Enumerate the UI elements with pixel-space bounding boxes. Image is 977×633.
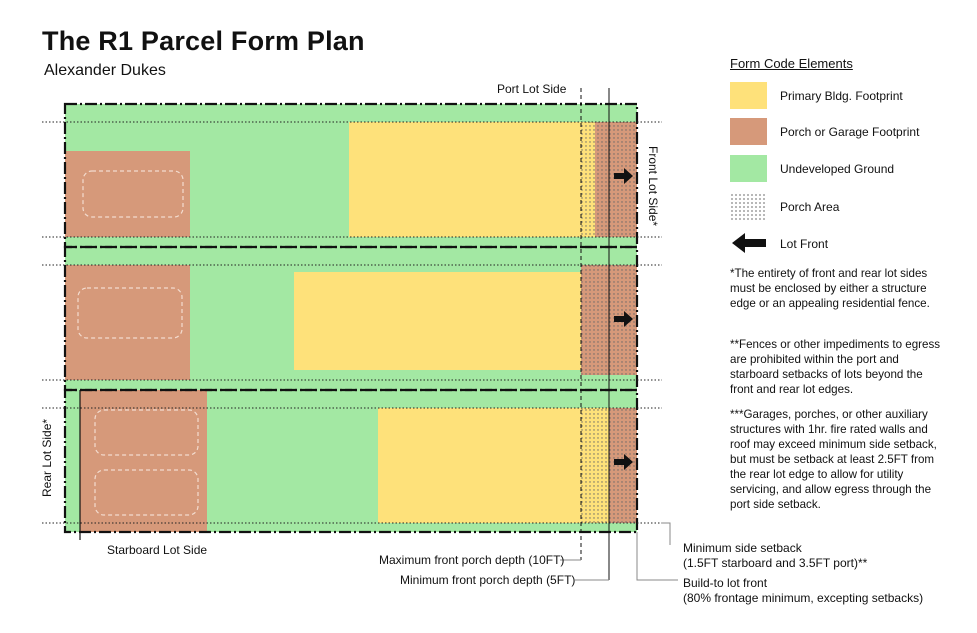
min-side-setback-label: Minimum side setback: [683, 541, 802, 555]
front-lot-side-label: Front Lot Side*: [646, 146, 660, 227]
max-porch-depth-label: Maximum front porch depth (10FT): [379, 553, 565, 567]
note-3: ***Garages, porches, or other auxiliary …: [730, 408, 937, 511]
lot-2: [65, 247, 637, 390]
min-porch-depth-label: Minimum front porch depth (5FT): [400, 573, 576, 587]
lot-2-front-arrow-icon: [614, 311, 633, 327]
lot-3-building: [378, 408, 581, 523]
note-2: **Fences or other impediments to egress …: [730, 338, 941, 396]
lot-1-building: [349, 122, 581, 237]
lot-boundaries: [63, 102, 639, 534]
note-1: *The entirety of front and rear lot side…: [730, 267, 930, 310]
lot-3-front-arrow-icon: [614, 454, 633, 470]
legend-swatch-porch-garage: [730, 118, 767, 145]
lot-2-garage-outline: [77, 287, 183, 339]
lot-2-garage: [65, 265, 190, 380]
legend-label-lot-front: Lot Front: [780, 237, 829, 251]
rear-lot-side-label: Rear Lot Side*: [40, 418, 54, 497]
lot-1-garage-outline: [82, 170, 184, 218]
lot-3-porch-dots: [581, 408, 609, 523]
build-to-label: Build-to lot front: [683, 576, 768, 590]
port-lot-side-label: Port Lot Side: [497, 82, 567, 96]
legend-title: Form Code Elements: [730, 56, 853, 71]
legend-label-ground: Undeveloped Ground: [780, 162, 895, 176]
legend-swatch-ground: [730, 155, 767, 182]
author-name: Alexander Dukes: [44, 62, 166, 79]
lot-2-building: [294, 272, 581, 370]
lot-3-garage-outline-a: [94, 409, 199, 456]
lot-1-garage: [65, 151, 190, 237]
lot-3-garage-outline-b: [94, 469, 199, 516]
lot-1-front-porch-dots: [595, 122, 637, 237]
lot-1: [65, 104, 637, 247]
callout-leaders: [560, 522, 678, 581]
legend-label-porch-area: Porch Area: [780, 200, 840, 214]
legend-swatch-porch-area: [730, 193, 767, 220]
lot-1-front-arrow-icon: [614, 168, 633, 184]
build-to-detail: (80% frontage minimum, excepting setback…: [683, 591, 924, 605]
min-side-setback-detail: (1.5FT starboard and 3.5FT port)**: [683, 556, 868, 570]
lot-3-front-porch-dots: [609, 408, 637, 523]
legend-label-porch-garage: Porch or Garage Footprint: [780, 125, 920, 139]
lot-3: [65, 390, 637, 532]
lot-3-garage: [80, 390, 207, 532]
lot-1-porch-dots: [581, 122, 595, 237]
lot-3-boundary: [63, 388, 639, 534]
arrow-left-icon: [732, 233, 766, 253]
min-setback-leader: [662, 522, 671, 545]
front-arrows: [614, 168, 633, 470]
legend-label-building: Primary Bldg. Footprint: [780, 89, 903, 103]
build-to-leader: [636, 532, 678, 581]
page-title: The R1 Parcel Form Plan: [42, 26, 365, 56]
legend-swatch-building: [730, 82, 767, 109]
starboard-lot-side-label: Starboard Lot Side: [107, 543, 208, 557]
